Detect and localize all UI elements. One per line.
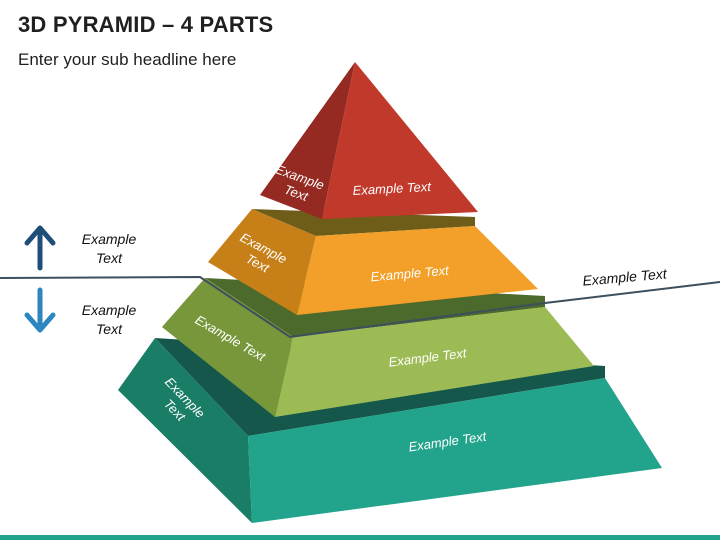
arrow-down-icon <box>24 287 56 333</box>
lower-indicator-label-line2: Text <box>96 321 122 337</box>
level-3-side-face <box>162 278 293 417</box>
arrow-up-icon <box>24 225 56 271</box>
level-2-front-label: Example Text <box>370 263 451 285</box>
pyramid-level-top[interactable]: Example Text Example Text <box>260 62 478 219</box>
bottom-accent-bar <box>0 535 720 540</box>
page-subtitle: Enter your sub headline here <box>18 50 237 69</box>
divider-line <box>0 275 720 339</box>
top-front-label: Example Text <box>352 179 432 198</box>
level-2-side-face <box>208 209 316 315</box>
top-side-face <box>260 62 355 219</box>
divider-label: Example Text <box>582 265 668 288</box>
level-2-front-face <box>297 226 538 315</box>
pyramid-level-2[interactable]: Example Text Example Text <box>208 209 538 315</box>
top-front-face <box>322 62 478 219</box>
level-2-top-face <box>252 209 475 236</box>
lower-indicator-label: Example Text <box>69 301 149 339</box>
page-title: 3D PYRAMID – 4 PARTS <box>18 12 274 37</box>
lower-indicator-label-line1: Example <box>81 302 137 318</box>
level-4-front-face <box>248 378 662 523</box>
upper-indicator-label: Example Text <box>69 230 149 268</box>
upper-indicator-label-line2: Text <box>96 250 122 266</box>
level-3-front-face <box>275 307 594 417</box>
upper-indicator-label-line1: Example <box>81 231 137 247</box>
level-4-side-face <box>118 338 252 523</box>
